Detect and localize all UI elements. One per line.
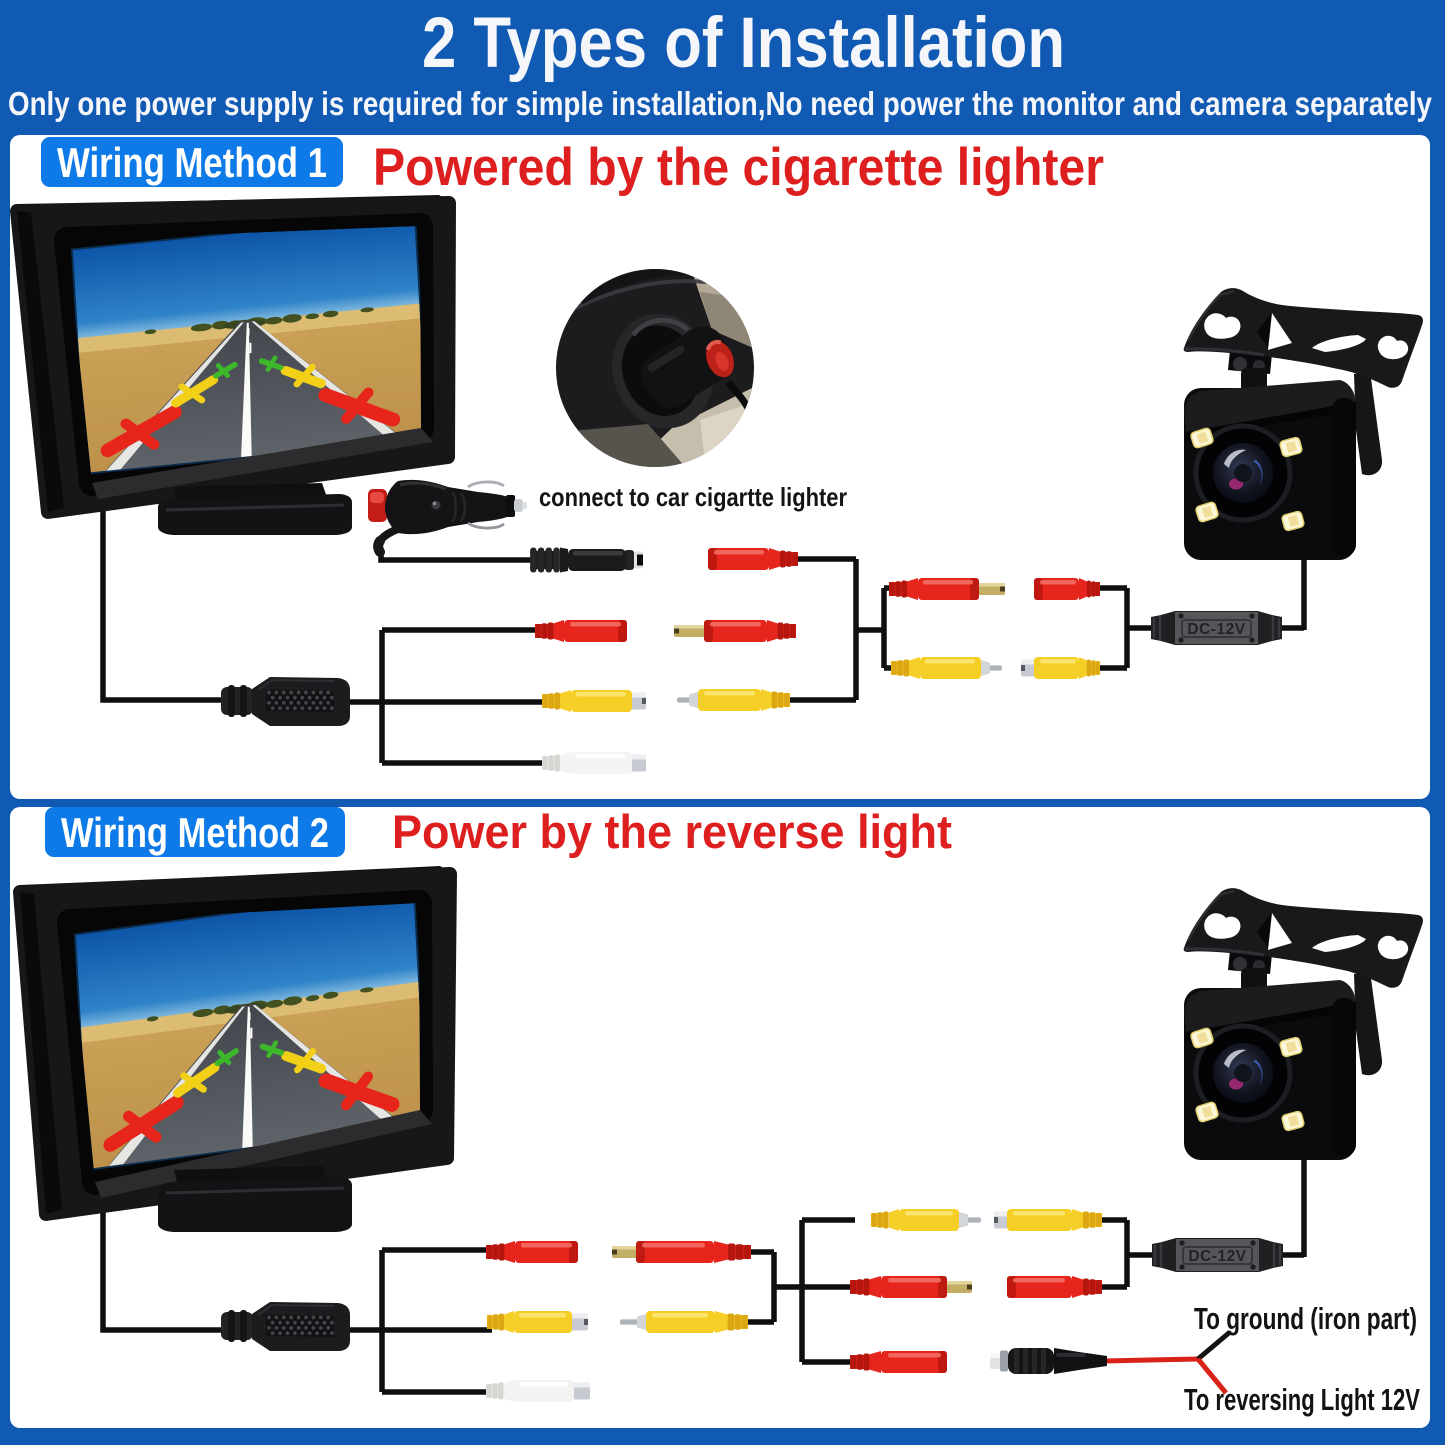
svg-text:2 Types of Installation: 2 Types of Installation — [422, 4, 1065, 83]
svg-text:Only one power supply is requi: Only one power supply is required for si… — [8, 85, 1433, 122]
svg-text:To reversing Light 12V: To reversing Light 12V — [1184, 1382, 1420, 1417]
svg-text:Wiring Method 2: Wiring Method 2 — [61, 809, 329, 856]
svg-text:To ground (iron part): To ground (iron part) — [1194, 1301, 1417, 1336]
svg-text:Power by the reverse light: Power by the reverse light — [392, 805, 952, 858]
svg-text:DC-12V: DC-12V — [1188, 1248, 1246, 1265]
svg-text:DC-12V: DC-12V — [1187, 621, 1245, 638]
svg-text:Wiring Method 1: Wiring Method 1 — [57, 139, 327, 186]
svg-text:connect to car cigartte lighte: connect to car cigartte lighter — [539, 482, 847, 512]
svg-text:Powered by the cigarette light: Powered by the cigarette lighter — [373, 138, 1104, 197]
